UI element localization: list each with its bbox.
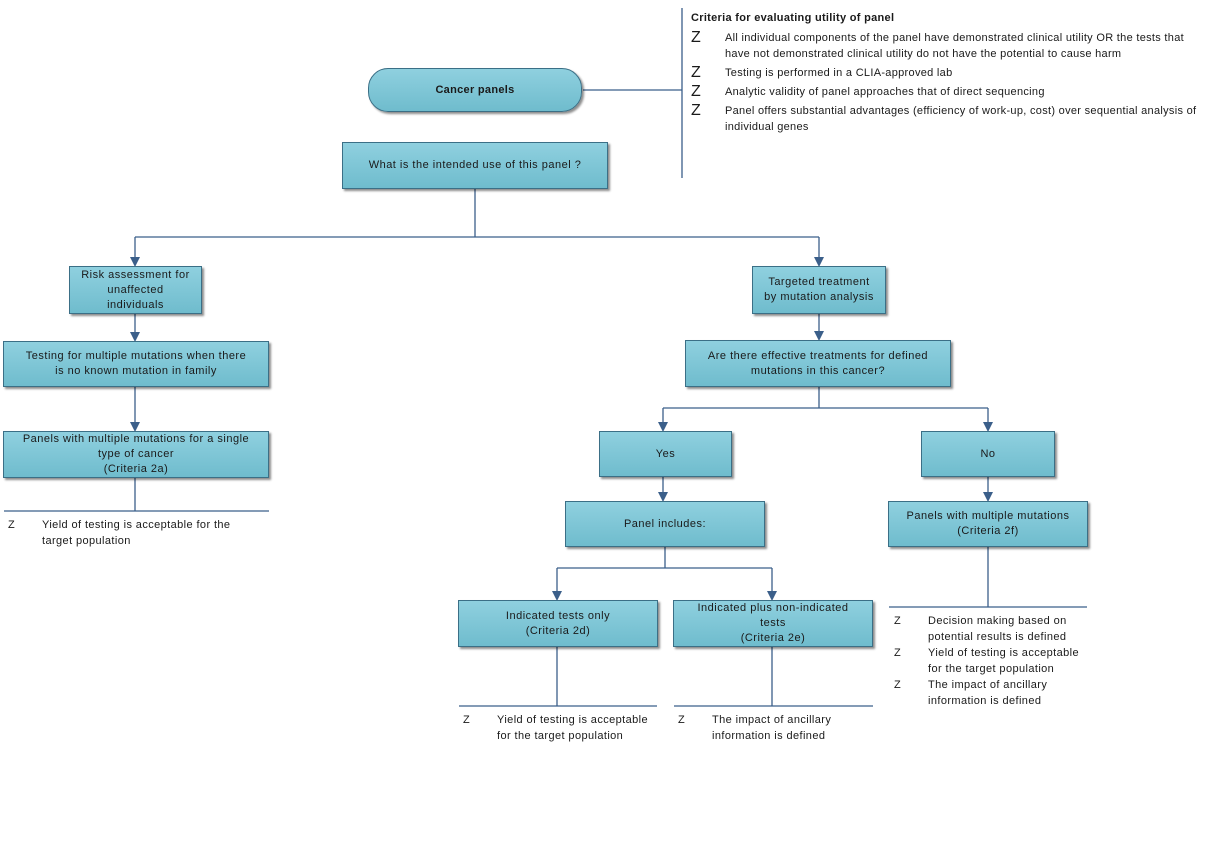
z-bullet-icon: Z bbox=[894, 679, 902, 691]
indicated-only-node: Indicated tests only (Criteria 2d) bbox=[458, 600, 658, 647]
criteria-2f-item: Z The impact of ancillary information is… bbox=[894, 677, 1084, 709]
criteria-2f-text: The impact of ancillary information is d… bbox=[928, 679, 1048, 707]
criteria-2e-text: The impact of ancillary information is d… bbox=[712, 714, 832, 742]
targeted-treatment-node: Targeted treatment by mutation analysis bbox=[752, 266, 886, 314]
panel-includes-node: Panel includes: bbox=[565, 501, 765, 547]
z-bullet-icon: Z bbox=[463, 714, 471, 726]
criteria-2e-item: Z The impact of ancillary information is… bbox=[678, 712, 873, 744]
z-bullet-icon: Z bbox=[894, 647, 902, 659]
criteria-2a-text: Yield of testing is acceptable for the t… bbox=[42, 519, 231, 547]
effective-treatments-node: Are there effective treatments for defin… bbox=[685, 340, 951, 387]
z-bullet-icon: Z bbox=[691, 64, 702, 81]
criteria-item: Z All individual components of the panel… bbox=[691, 30, 1201, 62]
criteria-2f-list: Z Decision making based on potential res… bbox=[894, 613, 1084, 709]
z-bullet-icon: Z bbox=[8, 519, 16, 531]
criteria-title: Criteria for evaluating utility of panel bbox=[691, 12, 895, 24]
testing-multiple-node: Testing for multiple mutations when ther… bbox=[3, 341, 269, 387]
criteria-2f-text: Yield of testing is acceptable for the t… bbox=[928, 647, 1080, 675]
criteria-item-text: Panel offers substantial advantages (eff… bbox=[725, 105, 1197, 133]
criteria-2a-item: Z Yield of testing is acceptable for the… bbox=[8, 517, 263, 549]
criteria-item-text: Analytic validity of panel approaches th… bbox=[725, 86, 1045, 98]
criteria-item: Z Panel offers substantial advantages (e… bbox=[691, 103, 1201, 135]
criteria-2f-item: Z Yield of testing is acceptable for the… bbox=[894, 645, 1084, 677]
criteria-panel: Criteria for evaluating utility of panel… bbox=[691, 10, 1201, 138]
criteria-2a-list: Z Yield of testing is acceptable for the… bbox=[8, 517, 263, 549]
criteria-2e-list: Z The impact of ancillary information is… bbox=[678, 712, 873, 744]
panels-multiple-mutations-node: Panels with multiple mutations (Criteria… bbox=[888, 501, 1088, 547]
criteria-2d-item: Z Yield of testing is acceptable for the… bbox=[463, 712, 658, 744]
risk-assessment-node: Risk assessment for unaffected individua… bbox=[69, 266, 202, 314]
indicated-plus-node: Indicated plus non-indicated tests (Crit… bbox=[673, 600, 873, 647]
z-bullet-icon: Z bbox=[691, 83, 702, 100]
criteria-2f-item: Z Decision making based on potential res… bbox=[894, 613, 1084, 645]
criteria-2d-list: Z Yield of testing is acceptable for the… bbox=[463, 712, 658, 744]
z-bullet-icon: Z bbox=[678, 714, 686, 726]
yes-node: Yes bbox=[599, 431, 732, 477]
cancer-panels-node: Cancer panels bbox=[368, 68, 582, 112]
panels-single-type-node: Panels with multiple mutations for a sin… bbox=[3, 431, 269, 478]
criteria-item-text: Testing is performed in a CLIA-approved … bbox=[725, 67, 953, 79]
intended-use-node: What is the intended use of this panel ? bbox=[342, 142, 608, 189]
criteria-item-text: All individual components of the panel h… bbox=[725, 32, 1184, 60]
criteria-2f-text: Decision making based on potential resul… bbox=[928, 615, 1067, 643]
criteria-item: Z Analytic validity of panel approaches … bbox=[691, 84, 1201, 100]
criteria-2d-text: Yield of testing is acceptable for the t… bbox=[497, 714, 649, 742]
no-node: No bbox=[921, 431, 1055, 477]
z-bullet-icon: Z bbox=[691, 102, 702, 119]
z-bullet-icon: Z bbox=[894, 615, 902, 627]
criteria-item: Z Testing is performed in a CLIA-approve… bbox=[691, 65, 1201, 81]
z-bullet-icon: Z bbox=[691, 29, 702, 46]
